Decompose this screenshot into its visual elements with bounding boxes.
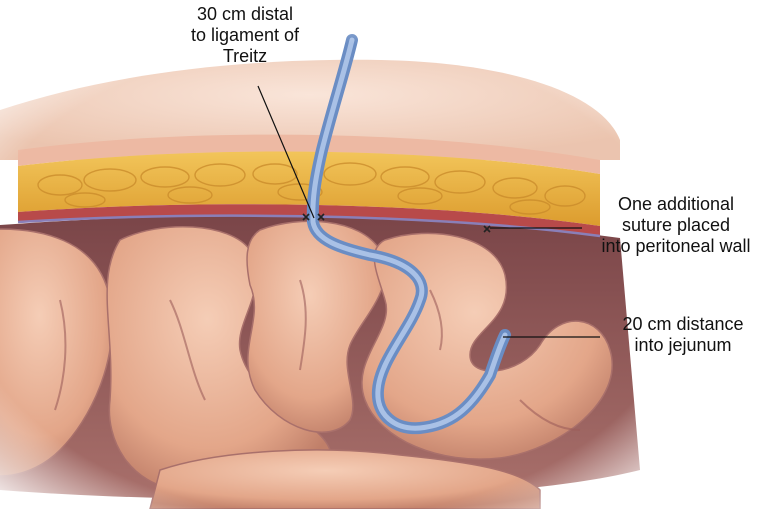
label-ligament-of-treitz: 30 cm distal to ligament of Treitz [150,4,340,67]
label-additional-suture: One additional suture placed into perito… [582,194,770,257]
label-jejunum-distance: 20 cm distance into jejunum [600,314,766,356]
